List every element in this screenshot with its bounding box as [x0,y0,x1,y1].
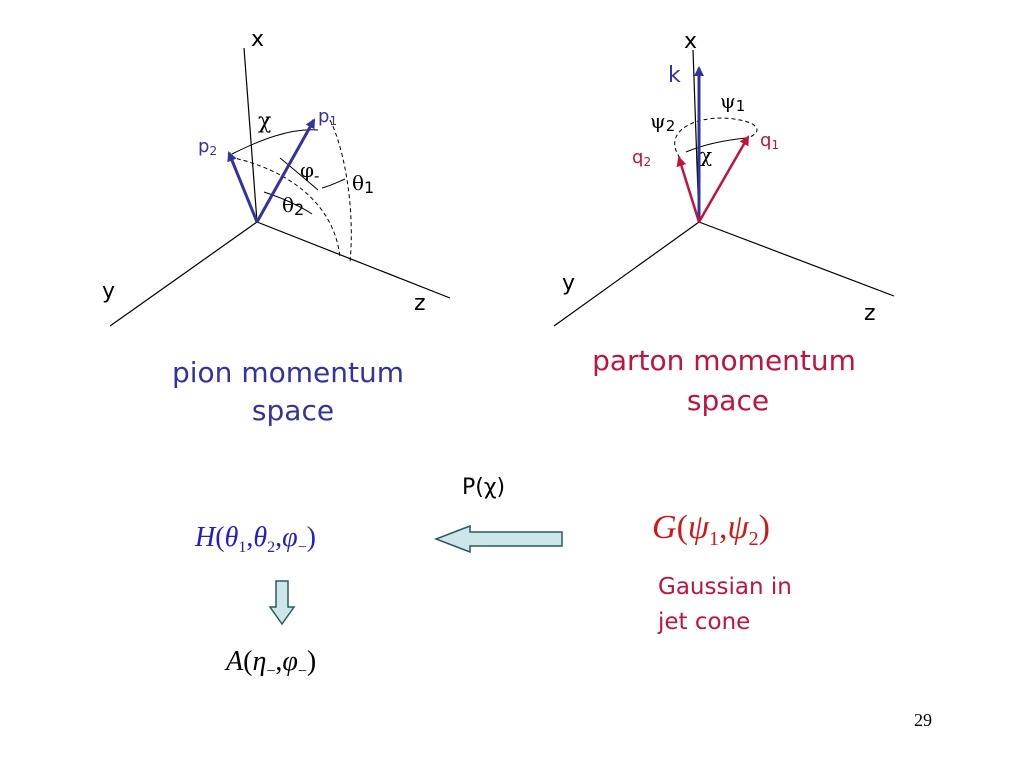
p1-label: p1 [318,106,337,128]
pion-theta1-label: θ1 [352,171,374,197]
pion-phi-label: φ- [300,158,319,185]
parton-z-axis [698,221,895,297]
parton-axis-z-label: z [864,301,876,326]
k-label: k [668,63,681,88]
p-chi-label: P(χ) [462,475,505,500]
pion-y-axis [109,221,258,327]
pion-theta2-arc [263,191,313,215]
psi1-label: ψ1 [720,89,745,115]
q1-vector [697,135,750,223]
pion-theta1-dashed-arc [329,119,352,263]
p2-label: p2 [198,136,217,158]
gaussian-line2: jet cone [657,609,750,635]
psi2-label: ψ2 [650,109,675,135]
pion-chi-label: χ [258,109,271,134]
parton-axis-y-label: y [562,271,575,296]
parton-diagram: x y z k ψ1 ψ2 χ q1 q2 parton momentum sp… [553,29,895,417]
parton-cone-dashed-arc [674,117,758,159]
pion-caption-line1: pion momentum [172,356,404,389]
q2-vector [676,156,701,223]
pion-caption-line2: space [252,394,334,427]
parton-chi-label: χ [700,143,712,167]
pion-axis-y-label: y [102,279,115,304]
q2-label: q2 [632,147,651,169]
parton-caption-line2: space [687,384,769,417]
pion-theta2-dashed-arc [229,156,341,259]
g-formula: G(ψ1,ψ2) [652,509,770,550]
pion-axis-x-label: x [251,27,264,52]
h-formula: H(θ1,θ2,φ−) [194,522,316,556]
parton-chi-arc [685,137,747,153]
p2-vector [227,151,259,223]
p1-vector [255,118,316,223]
gaussian-line1: Gaussian in [658,574,792,600]
left-block-arrow [433,524,563,554]
down-block-arrow [268,580,296,626]
pion-theta2-label: θ2 [282,193,304,219]
pion-diagram: x y z p1 p2 χ φ- θ1 θ2 pion momentum spa… [102,27,451,427]
pion-x-axis [243,47,258,223]
parton-y-axis [553,221,700,327]
page-number: 29 [914,710,932,730]
pion-phi-arc [279,157,319,191]
a-formula: A(η−,φ−) [224,646,316,680]
formula-area: P(χ) H(θ1,θ2,φ−) G(ψ1,ψ2) Gaussian in je… [194,475,792,680]
pion-theta1-arc [321,178,346,189]
parton-caption-line1: parton momentum [592,344,856,377]
pion-axis-z-label: z [414,291,426,316]
parton-axis-x-label: x [684,29,697,54]
pion-z-axis [256,221,451,299]
q1-label: q1 [760,130,779,152]
